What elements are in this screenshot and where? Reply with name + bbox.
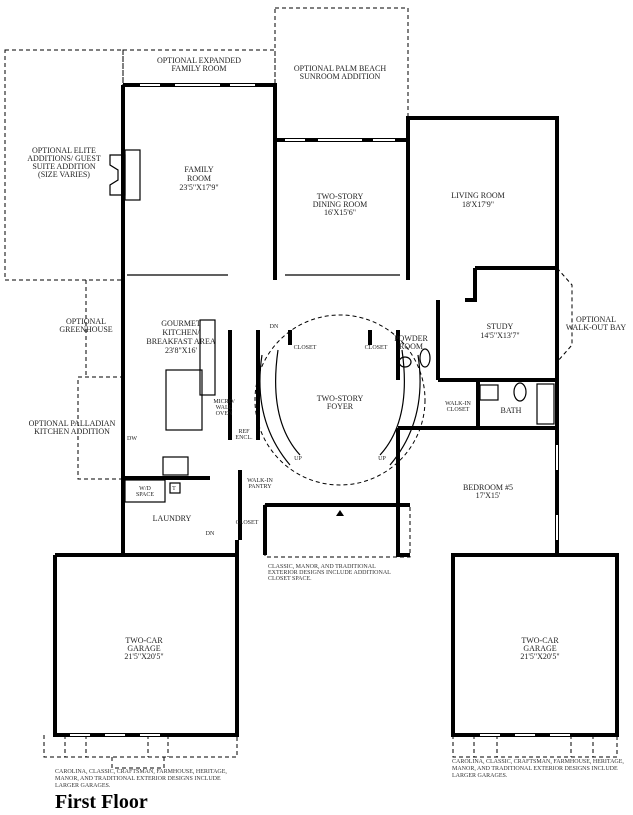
stair-right [379, 349, 421, 466]
svg-text:CAROLINA, CLASSIC, CRAFTSMAN,: CAROLINA, CLASSIC, CRAFTSMAN, FARMHOUSE,… [452, 759, 624, 779]
foyer-circle [254, 314, 426, 486]
svg-text:UP: UP [294, 456, 302, 462]
svg-text:CAROLINA, CLASSIC, CRAFTSMAN,: CAROLINA, CLASSIC, CRAFTSMAN, FARMHOUSE,… [55, 769, 227, 789]
sink-icon [479, 384, 499, 401]
svg-text:BATH: BATH [501, 406, 522, 415]
toilet-icon-powder [419, 348, 431, 368]
svg-text:UP: UP [378, 456, 386, 462]
svg-text:CLOSET: CLOSET [236, 520, 259, 526]
toilet-icon [513, 382, 527, 402]
svg-text:CLOSET: CLOSET [365, 345, 388, 351]
bathtub-icon [536, 383, 555, 425]
svg-text:LAUNDRY: LAUNDRY [153, 514, 192, 523]
svg-text:CLOSET: CLOSET [294, 345, 317, 351]
fixtures [109, 149, 555, 516]
sink-icon-powder [398, 356, 412, 368]
svg-text:DW: DW [127, 436, 137, 442]
kitchen-island [165, 369, 203, 431]
entry-arrow-icon [336, 510, 344, 516]
svg-text:T: T [172, 486, 176, 492]
svg-text:DN: DN [270, 324, 279, 330]
walls [53, 83, 619, 737]
stair-left [259, 349, 301, 466]
svg-text:DN: DN [206, 531, 215, 537]
cooktop-icon [162, 456, 189, 476]
svg-text:CLASSIC, MANOR, AND TRADITIONA: CLASSIC, MANOR, AND TRADITIONALEXTERIOR … [268, 564, 391, 582]
floor-title: First Floor [55, 791, 148, 813]
svg-text:BEDROOM #517'X15': BEDROOM #517'X15' [463, 483, 513, 500]
